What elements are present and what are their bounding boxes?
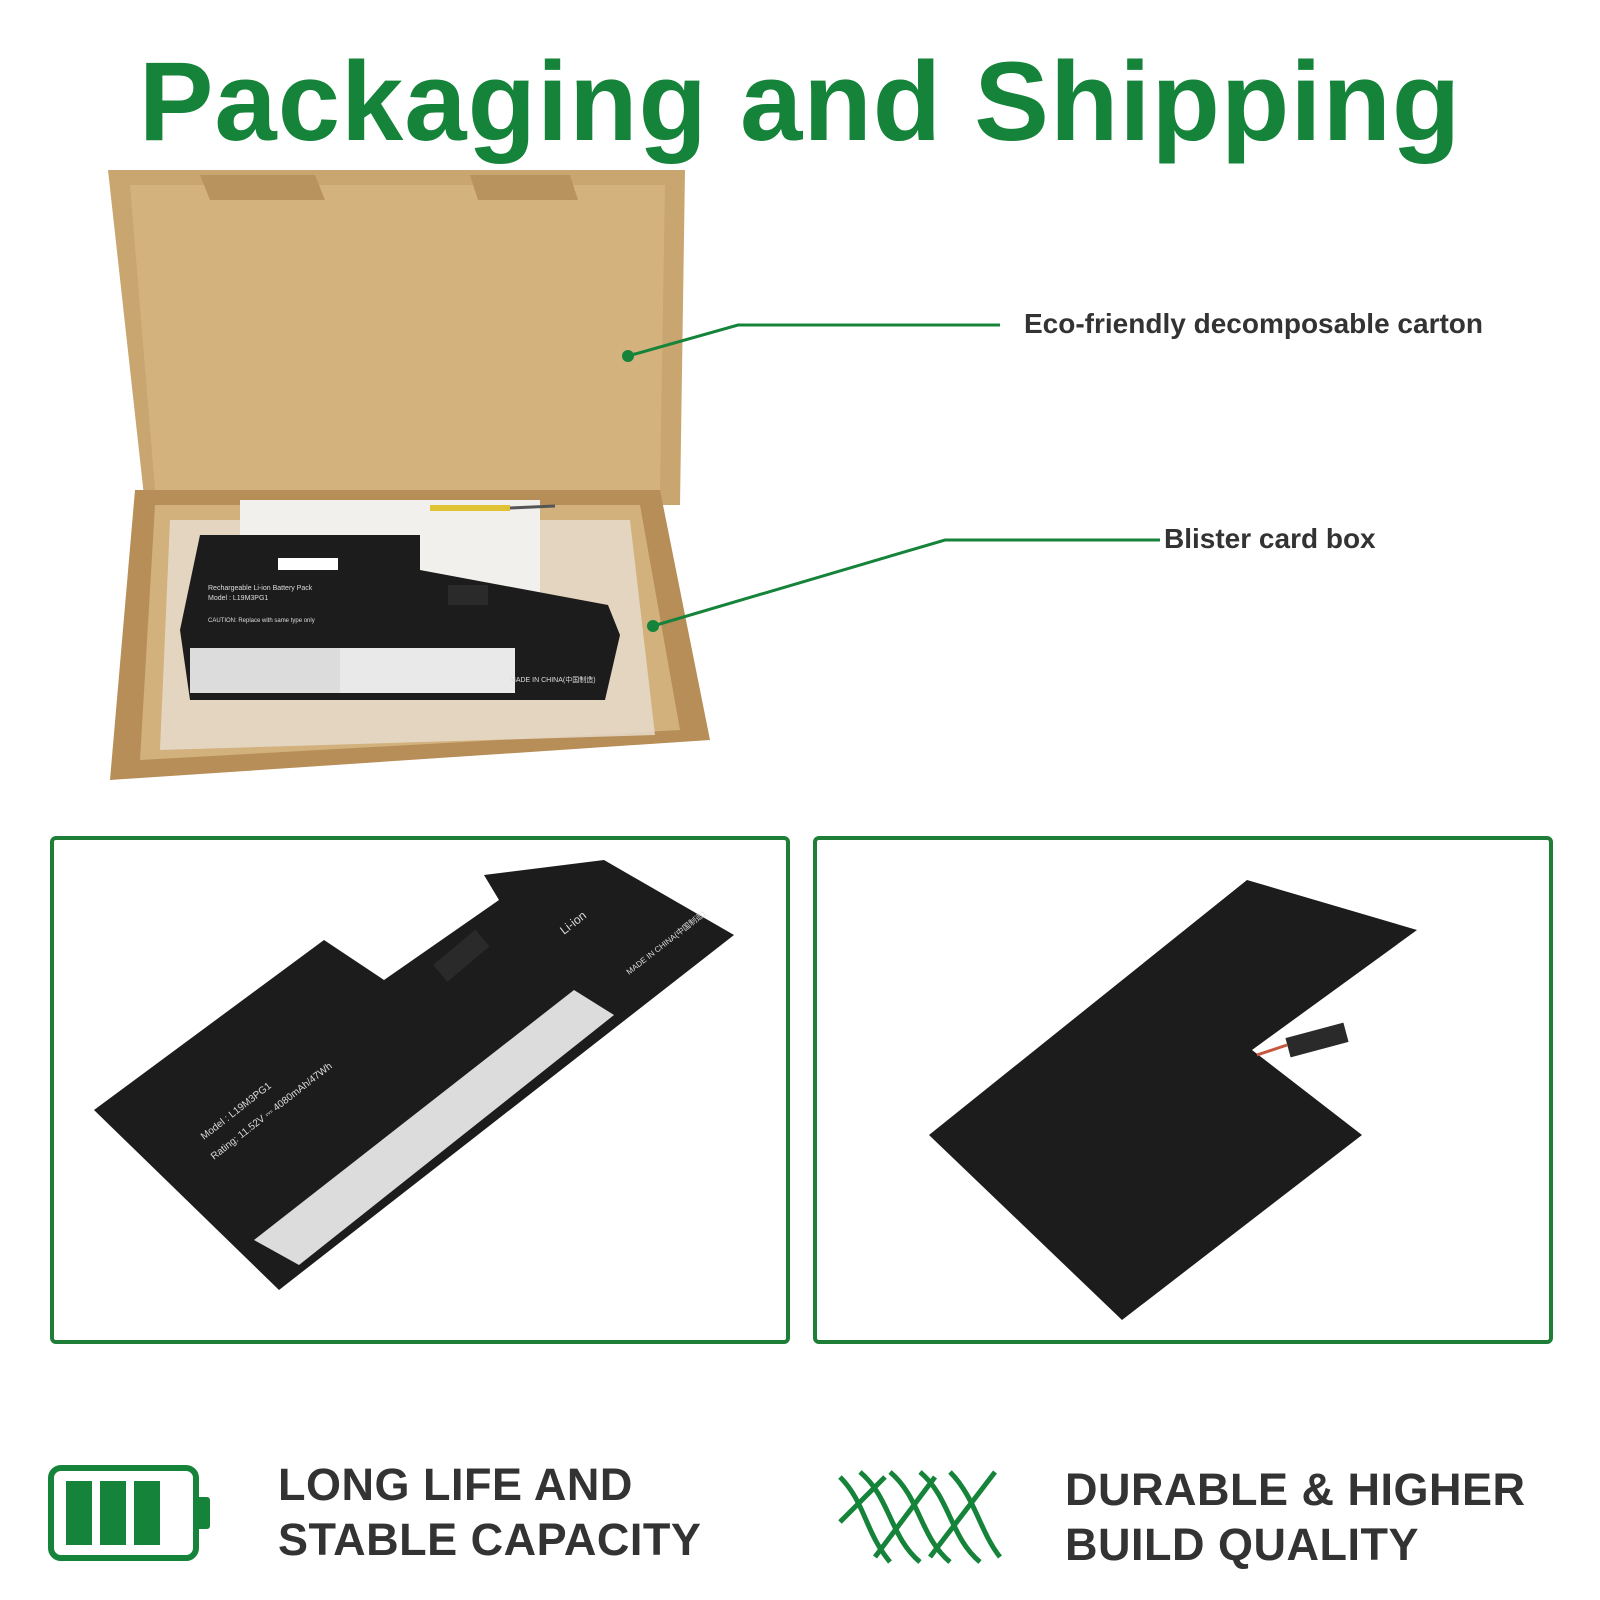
blister-callout-dot — [647, 620, 659, 632]
carton-callout-label: Eco-friendly decomposable carton — [1024, 308, 1483, 339]
carton-box-image: Rechargeable Li-ion Battery Pack Model :… — [108, 170, 710, 780]
feature-long-life: LONG LIFE AND STABLE CAPACITY — [278, 1458, 701, 1568]
battery-back-image — [929, 880, 1417, 1320]
page-title: Packaging and Shipping — [138, 39, 1462, 164]
feature-durable-line2: BUILD QUALITY — [1065, 1518, 1419, 1570]
battery-full-icon — [48, 1465, 210, 1561]
battery-label-model: Model : L19M3PG1 — [208, 595, 268, 602]
coil-spring-icon — [838, 1470, 1002, 1564]
feature-durable: DURABLE & HIGHER BUILD QUALITY — [1065, 1463, 1526, 1573]
carton-callout-dot — [622, 350, 634, 362]
feature-long-life-line1: LONG LIFE AND — [278, 1459, 633, 1510]
feature-durable-line1: DURABLE & HIGHER — [1065, 1464, 1526, 1515]
battery-label-caution: CAUTION: Replace with same type only — [208, 618, 315, 624]
battery-front-image: Model : L19M3PG1 Rating: 11.52V ⎓ 4080mA… — [94, 860, 734, 1290]
battery-back-panel — [813, 836, 1553, 1344]
blister-callout-label: Blister card box — [1164, 523, 1376, 554]
battery-label-line1: Rechargeable Li-ion Battery Pack — [208, 585, 313, 592]
battery-label-made-in: MADE IN CHINA(中国制造) — [510, 675, 596, 684]
battery-front-panel: Model : L19M3PG1 Rating: 11.52V ⎓ 4080mA… — [50, 836, 790, 1344]
feature-long-life-line2: STABLE CAPACITY — [278, 1513, 702, 1565]
